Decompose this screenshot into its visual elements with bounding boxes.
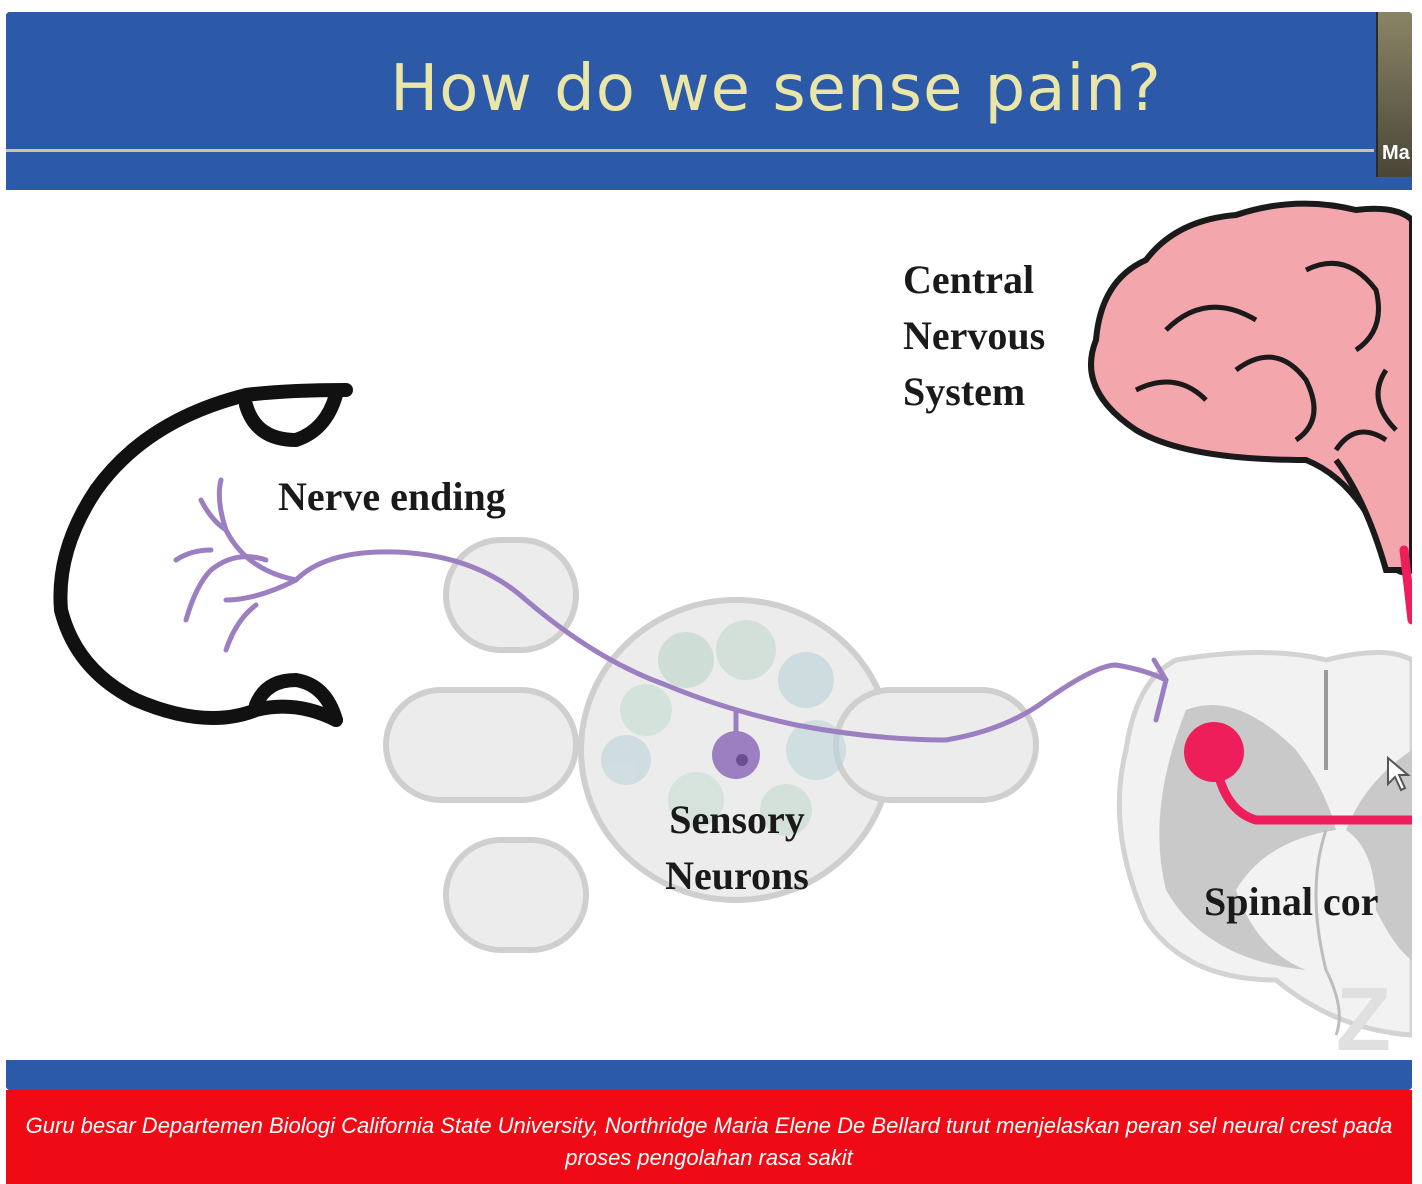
nerve-fiber [173,477,1169,753]
ganglion-right-arm [833,687,1039,803]
ganglion-left-arm [383,687,579,803]
slide-header: How do we sense pain? [6,12,1412,190]
pain-pathway-diagram: Z [53,200,1412,1060]
ganglion-lower-arm [443,837,589,953]
thumbnail-name: Ma [1382,142,1410,164]
label-nerve-ending: Nerve ending [278,474,506,519]
slide-body: Z Central Nervous System Nerve ending Se… [6,190,1412,1060]
brain-illustration [1088,200,1412,576]
title-divider [6,149,1374,152]
image-caption: Guru besar Departemen Biologi California… [6,1090,1412,1184]
slide-footer-band [6,1060,1412,1090]
slide-title: How do we sense pain? [390,52,1162,126]
spinal-neuron-body [1184,722,1244,782]
skin-outline [53,383,353,727]
label-sensory-neurons: Sensory Neurons [665,797,809,898]
zoom-watermark: Z [1336,970,1391,1060]
slide-frame: How do we sense pain? Ma [6,12,1412,1090]
ganglion-cells [601,620,846,836]
brainstem [1333,458,1412,573]
label-central-nervous-system: Central Nervous System [903,257,1046,414]
sensory-neuron-body [712,731,760,779]
label-spinal-cord: Spinal cor [1204,879,1379,924]
mouse-cursor-icon [1387,755,1411,792]
video-thumbnail[interactable]: Ma [1376,12,1412,177]
sensory-neuron-nucleus [736,754,748,766]
ganglion-upper-arm [443,537,579,653]
